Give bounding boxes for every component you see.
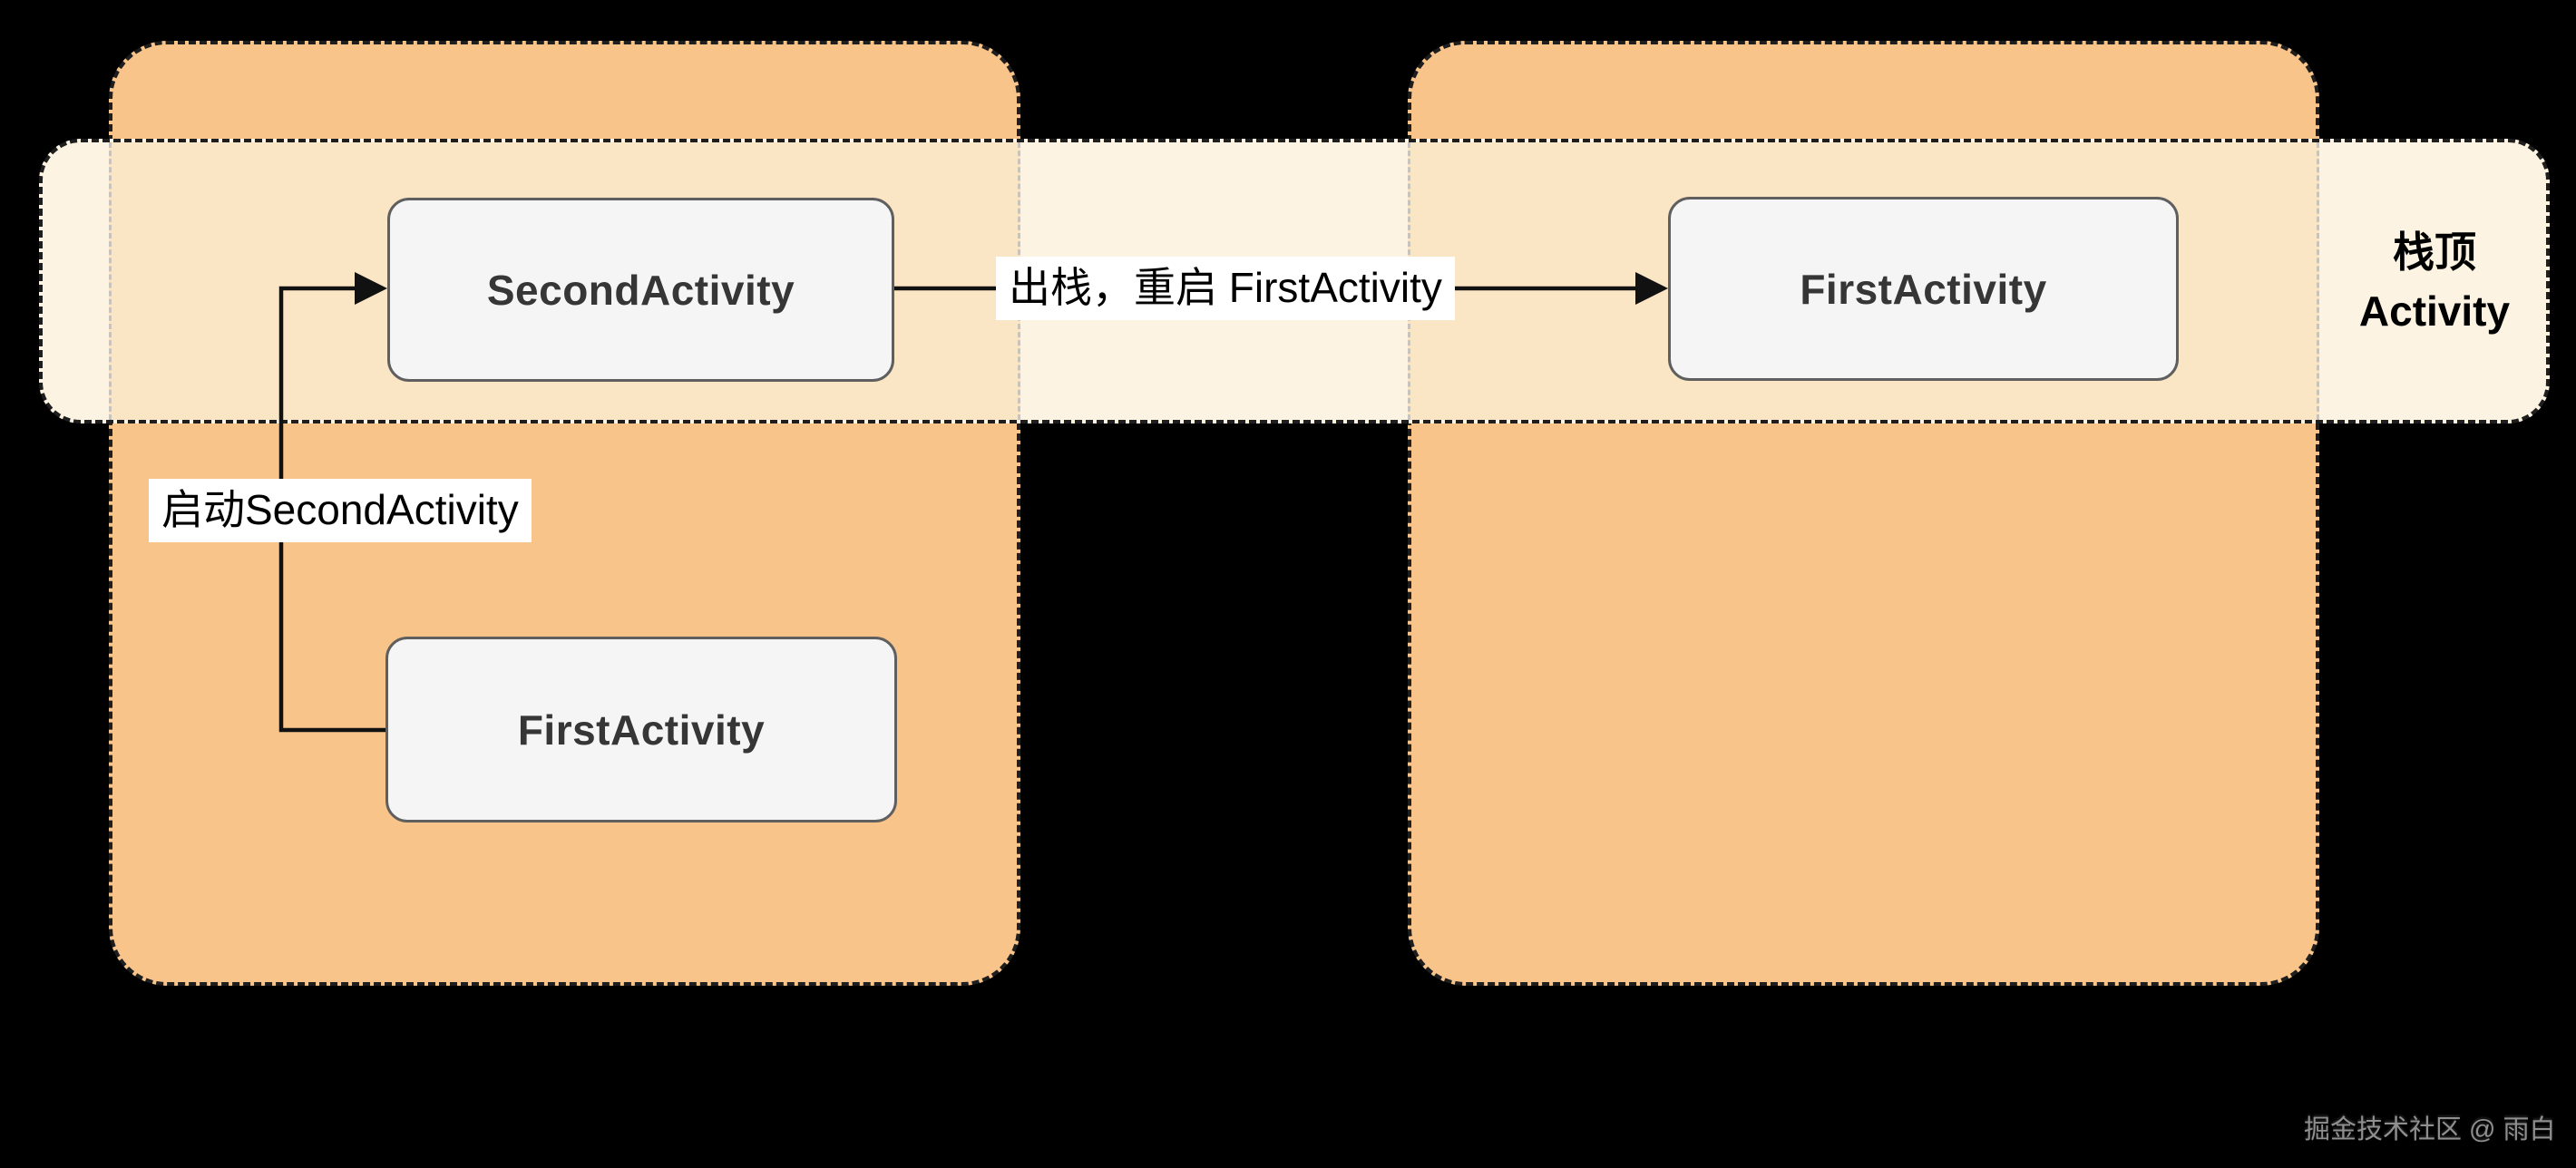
- activity-box-first-left-label: FirstActivity: [517, 706, 766, 754]
- activity-box-first-left: FirstActivity: [385, 637, 897, 822]
- activity-box-first-right-label: FirstActivity: [1800, 265, 2047, 313]
- activity-box-second: SecondActivity: [387, 198, 894, 382]
- band-side-label: 栈顶 Activity: [2319, 223, 2550, 342]
- activity-box-second-label: SecondActivity: [486, 266, 795, 314]
- edge-label-pop: 出栈，重启 FirstActivity: [996, 257, 1455, 320]
- activity-box-first-right: FirstActivity: [1668, 197, 2179, 381]
- band-side-label-line2: Activity: [2358, 287, 2511, 336]
- band-side-label-line1: 栈顶: [2393, 229, 2476, 276]
- watermark: 掘金技术社区 @ 雨白: [2304, 1115, 2556, 1144]
- edge-label-launch: 启动SecondActivity: [149, 479, 532, 542]
